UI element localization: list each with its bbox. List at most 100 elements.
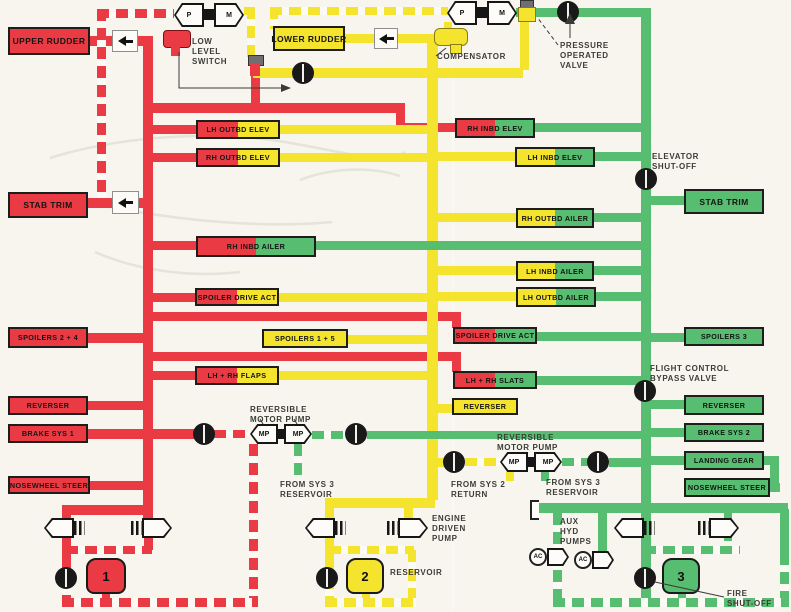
pipe-y-spoilers15-line xyxy=(348,335,427,344)
pipe-r-flaps-feed xyxy=(153,371,195,380)
pipe-g-pump-mid-h xyxy=(644,546,740,554)
pipe-y-lh-outbd-ailer-feed xyxy=(438,292,516,301)
sys3-edp-left-icon-body xyxy=(616,520,642,536)
valve-rmp2-yellow xyxy=(443,451,465,473)
valve-pressure-operated-green-stripe xyxy=(567,3,569,21)
pipe-g-lg-loop-h2 xyxy=(770,483,780,492)
label-from-sys-2-return-line-0: FROM SYS 2 xyxy=(451,480,506,489)
pipe-y-lh-inbd-ailer-feed xyxy=(438,266,516,275)
label-compensator: COMPENSATOR xyxy=(437,52,506,62)
pipe-g-spoilers3-line xyxy=(651,333,684,342)
pipe-y-rh-outbd-ailer-feed xyxy=(438,213,516,222)
box-stab-trim-left: STAB TRIM xyxy=(8,192,88,218)
pipe-g-right-v1 xyxy=(780,509,789,553)
box-nosewheel-steer-left: NOSEWHEEL STEER xyxy=(8,476,90,494)
pipe-r-pump-mid-h xyxy=(66,546,152,554)
pipe-r-reverser-line xyxy=(88,401,143,410)
label-reservoir-line-0: RESERVOIR xyxy=(390,568,443,577)
left-arrow-icon xyxy=(378,33,387,44)
pipe-g-rh-inbd-elev-out xyxy=(535,123,641,132)
box-rh-outbd-ailer: RH OUTBD AILER xyxy=(516,208,594,228)
tank-1: 1 xyxy=(86,558,126,594)
rmp1-mp-left-icon: MP xyxy=(250,424,278,444)
ptu2-motor-icon-body: M xyxy=(489,3,515,23)
left-arrow-icon xyxy=(117,36,126,46)
pipe-g-top-h xyxy=(516,8,642,17)
label-fire-shut-off-line-0: FIRE xyxy=(727,589,748,598)
pipe-r-rh-inbd-ailer-feed xyxy=(153,241,196,250)
aux-ac-pump-1-icon xyxy=(547,548,569,566)
pipe-g-rmp2-stub xyxy=(541,472,549,481)
label-pressure-operated-valve-line-0: PRESSURE xyxy=(560,41,609,50)
pipe-y-right-pump-stub xyxy=(404,508,413,520)
pipe-g-rmp1-stub-v xyxy=(294,444,302,476)
aux-ac-pump-2-icon xyxy=(592,551,614,569)
box-brake-sys-1: BRAKE SYS 1 xyxy=(8,424,88,443)
rmp1-mp-right-icon-body: MP xyxy=(286,426,310,442)
box-lh-inbd-elev: LH INBD ELEV xyxy=(515,147,595,167)
pipe-g-rmp1-dash xyxy=(312,431,347,439)
valve-rmp2-green-stripe xyxy=(597,453,599,471)
pipe-g-rh-outbd-ailer-out xyxy=(594,213,641,222)
pipe-r-pump-top-h xyxy=(62,505,150,515)
pipe-y-comp-stub xyxy=(444,22,452,30)
label-elevator-shut-off-line-0: ELEVATOR xyxy=(652,152,700,161)
box-reverser-mid: REVERSER xyxy=(452,398,518,415)
box-lh-inbd-ailer: LH INBD AILER xyxy=(516,261,594,281)
pipe-r-spoilers24-line xyxy=(88,333,145,343)
valve-elevator-shut-off xyxy=(635,168,657,190)
tank-3: 3 xyxy=(662,558,700,594)
ptu1-pump-icon-body: P xyxy=(176,5,202,25)
sys3-edp-right-icon-body xyxy=(711,520,737,536)
ptu1-motor-icon-body: M xyxy=(216,5,242,25)
left-arrow-shaft xyxy=(125,39,133,43)
sys1-edp-right-icon-body xyxy=(144,520,170,536)
box-stab-trim-right: STAB TRIM xyxy=(684,189,764,214)
pipe-r-return-v xyxy=(97,9,106,198)
pipe-y-lh-outbd-elev-out xyxy=(280,125,427,134)
valve-brake-sys-1 xyxy=(193,423,215,445)
valve-fire-shut-off-stripe xyxy=(644,569,646,587)
ptu2-pump-icon-body: P xyxy=(449,3,475,23)
pipe-r-elev-jog-v xyxy=(396,103,405,131)
label-low-level-switch-line-2: SWITCH xyxy=(192,57,228,67)
arrow-box-stab-trim xyxy=(112,191,139,214)
valve-flight-control-bypass xyxy=(634,380,656,402)
box-lh-outbd-elev: LH OUTBD ELEV xyxy=(196,120,280,139)
paper-crease xyxy=(452,0,454,612)
pipe-g-rmp2-out xyxy=(609,458,641,467)
pipe-y-trunk xyxy=(427,34,438,500)
box-landing-gear: LANDING GEAR xyxy=(684,451,764,470)
pipe-y-rmp2-feed xyxy=(436,458,446,467)
pipe-r-return-top-h xyxy=(97,9,174,18)
pipe-r-bottom-h xyxy=(62,598,258,607)
box-spoiler-drive-act-1: SPOILER DRIVE ACT xyxy=(195,288,279,306)
box-brake-sys-2: BRAKE SYS 2 xyxy=(684,423,764,442)
pipe-r-stab-line-b xyxy=(139,198,149,208)
box-lh-rh-slats: LH + RH SLATS xyxy=(453,371,537,389)
compensator-tab xyxy=(450,44,462,54)
label-reversible-motor-pump-2-line-1: MOTOR PUMP xyxy=(497,443,558,453)
pipe-g-lh-inbd-elev-out xyxy=(595,152,641,161)
sys2-edp-left-icon xyxy=(305,518,335,538)
rmp1-mp-right-icon: MP xyxy=(284,424,312,444)
valve-sys2-return xyxy=(316,567,338,589)
label-reversible-motor-pump-1-line-1: MOTOR PUMP xyxy=(250,415,311,425)
pipe-g-stab-line xyxy=(651,196,684,205)
pipe-y-sda1-out xyxy=(279,293,427,302)
label-engine-driven-pump-line-1: DRIVEN xyxy=(432,524,466,534)
pipe-r-lh-outbd-elev-feed xyxy=(153,125,196,134)
valve-brake-sys-1-stripe xyxy=(203,425,205,443)
pipe-y-pump-mid-h xyxy=(329,546,414,554)
pipe-r-sda1-feed xyxy=(153,293,195,302)
valve-rmp1-green xyxy=(345,423,367,445)
pipe-r-povalve-stub xyxy=(251,74,260,105)
pipe-y-rh-outbd-elev-out xyxy=(280,153,427,162)
box-rh-inbd-elev: RH INBD ELEV xyxy=(455,118,535,138)
rmp2-mp-left-icon: MP xyxy=(500,452,528,472)
